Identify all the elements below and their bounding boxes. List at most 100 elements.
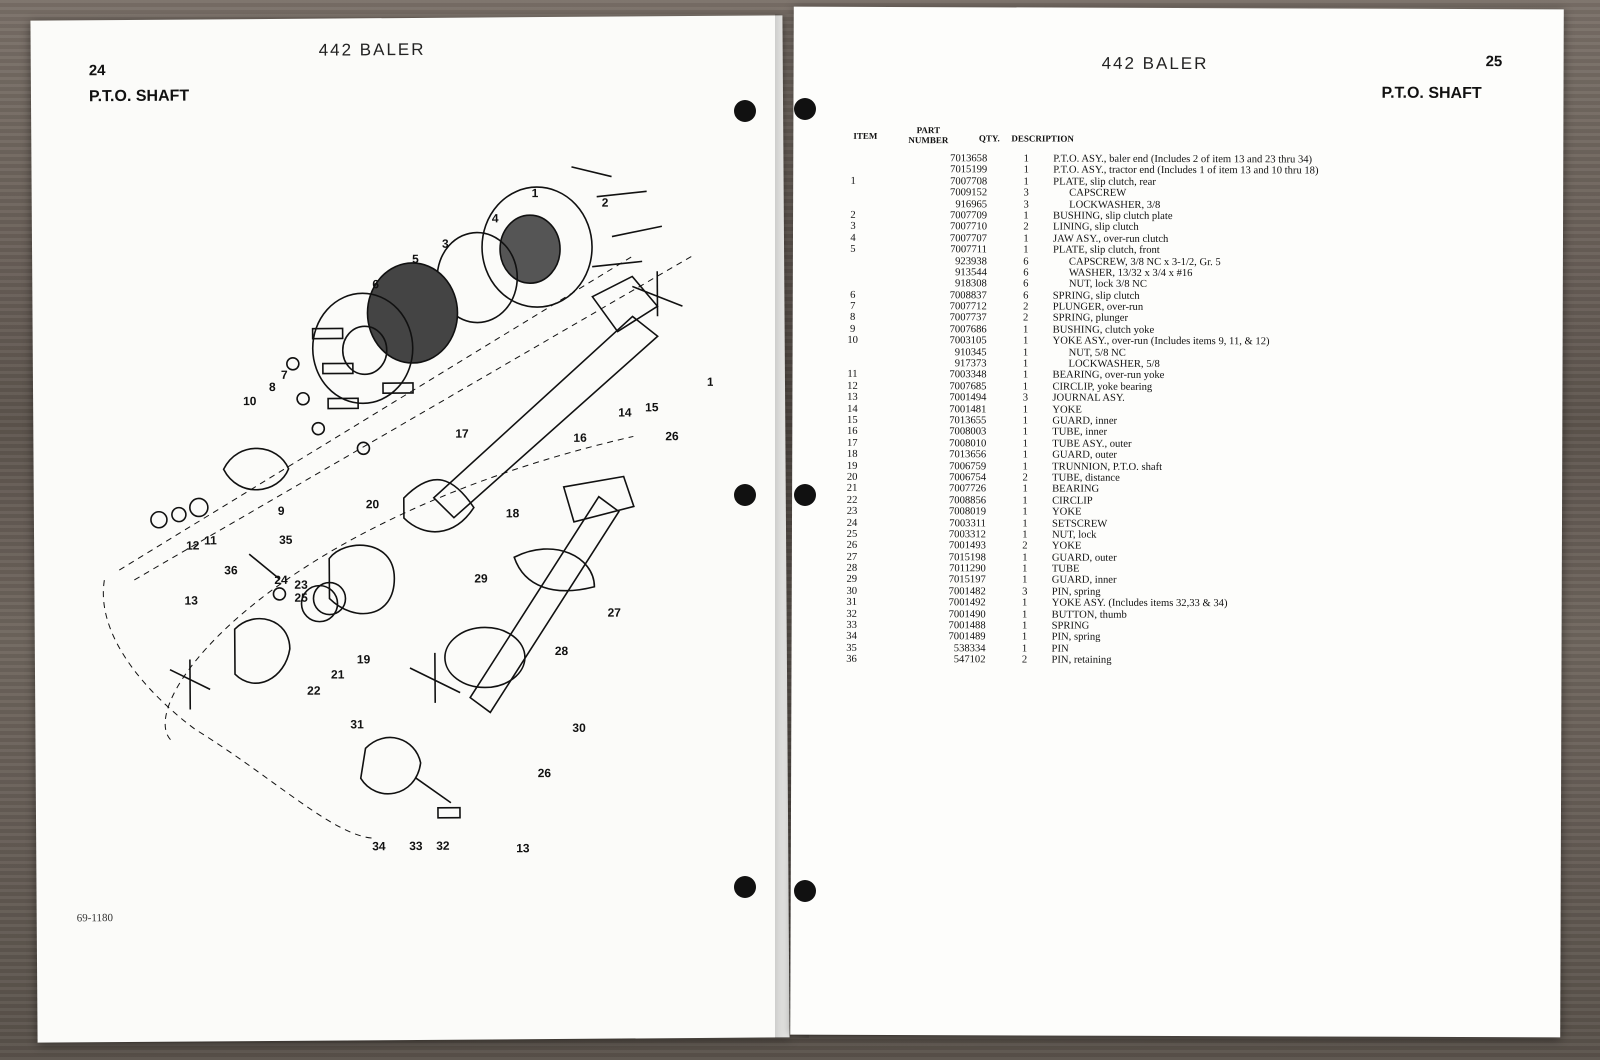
item-cell: 23 [846,505,858,517]
callout-36: 36 [224,563,238,577]
bearing-11 [189,497,209,518]
qty-cell: 3 [1023,199,1029,211]
yoke-26-upper [562,475,635,523]
qty-cell: 6 [1023,267,1029,279]
callout-25: 25 [294,591,308,605]
over-run-yoke [222,447,290,491]
part-number-cell: 910345 [954,346,987,358]
qty-cell: 1 [1022,483,1028,495]
lower-guard-bell [444,626,526,689]
callout-2: 2 [602,196,609,210]
qty-cell: 1 [1022,609,1028,621]
qty-cell: 3 [1022,392,1029,404]
pin-35 [248,553,280,580]
capscrew-b [596,190,647,198]
qty-cell: 1 [1022,369,1029,381]
qty-cell: 6 [1023,278,1029,290]
assembly-dashed-line-upper [119,255,693,581]
callout-31: 31 [350,717,364,731]
qty-cell: 1 [1022,529,1028,541]
qty-cell: 1 [1021,620,1028,632]
qty-cell: 1 [1023,164,1029,176]
part-number-cell: 7003348 [949,369,987,381]
nut-b [296,391,310,406]
item-cell [833,255,873,267]
item-cell: 17 [846,437,858,449]
inner-tube [432,315,659,519]
part-number-cell: 7008003 [949,426,987,438]
callout-8: 8 [269,380,276,394]
callout-22: 22 [307,684,321,698]
capscrew-a [571,166,612,178]
item-cell: 30 [846,585,858,597]
item-cell: 16 [846,426,858,438]
callout-34: 34 [372,839,386,853]
part-number-cell: 7007726 [949,483,987,495]
part-number-cell: 7015197 [948,574,986,586]
qty-cell: 1 [1022,381,1029,393]
right-page-number: 25 [1485,53,1503,71]
callout-9: 9 [278,504,285,518]
part-number-cell: 7003312 [948,529,986,541]
nut-a [286,357,300,371]
part-number-cell: 7013655 [949,415,987,427]
callout-7: 7 [281,368,288,382]
qty-cell: 1 [1022,426,1028,438]
part-number-cell: 7001494 [949,392,987,404]
bleed-through-area [1211,568,1512,869]
qty-cell: 1 [1022,517,1028,529]
item-cell: 35 [846,642,857,654]
part-number-cell: 7007712 [949,301,987,313]
left-page: 24 442 BALER P.T.O. SHAFT [30,15,790,1043]
item-cell: 18 [846,449,858,461]
callout-21: 21 [331,667,345,681]
slip-clutch-front-plate [311,292,414,405]
part-number-cell: 7001492 [948,597,986,609]
item-cell: 20 [846,471,858,483]
binding-hole-right-bottom [794,880,816,902]
qty-cell: 1 [1022,404,1029,416]
left-page-number: 24 [88,62,106,80]
part-number-cell: 918308 [955,278,987,290]
part-number-cell: 7007737 [949,312,987,324]
item-cell: 21 [846,483,858,495]
qty-cell: 1 [1023,176,1029,188]
qty-cell: 2 [1022,540,1028,552]
binding-hole-left-bottom [734,876,756,898]
callout-27: 27 [608,606,622,620]
nut-d [356,441,371,456]
assembly-dashed-line-middle [164,435,634,741]
qty-cell: 2 [1023,312,1029,324]
thumb-button-32 [437,806,461,819]
item-cell: 32 [846,608,857,620]
callout-4: 4 [492,211,499,225]
diagram-linework [102,166,693,839]
part-number-cell: 7009152 [950,187,988,199]
item-cell: 2 [850,209,856,221]
part-number-cell: 913544 [955,267,987,279]
journal-upper [632,271,683,317]
binding-hole-left-top [734,100,756,122]
qty-cell: 2 [1021,654,1028,666]
item-cell: 24 [846,517,858,529]
qty-cell: 2 [1023,221,1029,233]
item-cell: 4 [850,232,856,244]
item-cell: 11 [847,369,858,381]
pto-shaft-exploded-diagram: 1 2 3 4 5 6 7 8 9 10 11 12 13 13 13 14 1… [102,166,716,855]
qty-cell: 1 [1023,244,1029,256]
item-cell: 34 [846,631,857,643]
qty-cell: 1 [1022,574,1028,586]
part-number-cell: 7007686 [949,324,987,336]
callout-33: 33 [409,839,423,853]
slip-clutch-rear-plate [481,186,593,308]
part-number-cell: 7007685 [949,381,987,393]
qty-cell: 1 [1021,643,1028,655]
part-number-cell: 538334 [953,643,986,655]
item-cell: 9 [849,323,856,335]
lower-tube [469,495,620,714]
part-number-cell: 7015198 [948,551,986,564]
callout-23: 23 [294,578,308,592]
part-number-cell: 7013658 [950,153,988,165]
callout-6: 6 [372,277,379,291]
callout-35: 35 [279,533,293,547]
